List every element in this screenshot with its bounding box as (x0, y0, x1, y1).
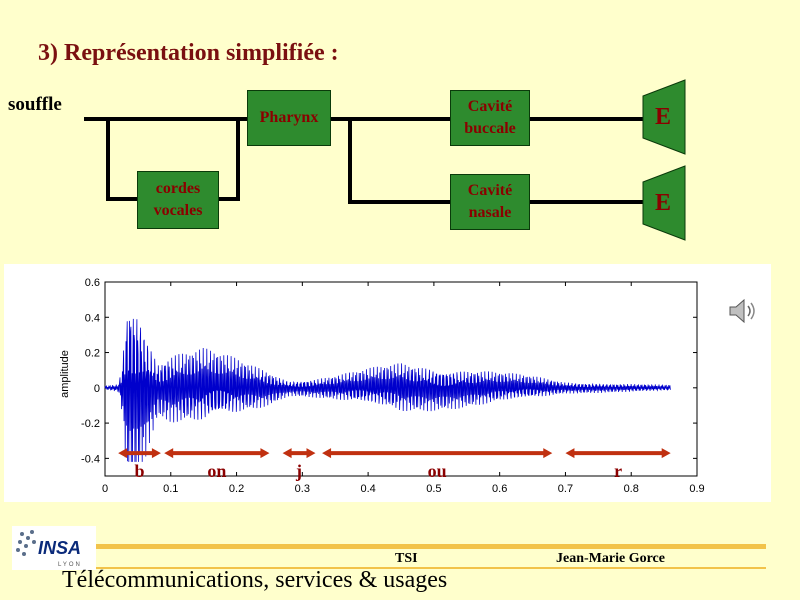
segment-arrowhead-left (118, 448, 128, 459)
segment-label-b: b (135, 461, 145, 481)
x-tick-label: 0.7 (558, 483, 573, 495)
block-cavite-nasale: Cavité nasale (450, 174, 530, 230)
slide-title: 3) Représentation simplifiée : (38, 40, 339, 66)
y-tick-label: 0 (94, 383, 100, 395)
segment-arrowhead-right (661, 448, 671, 459)
block-cordes-vocales: cordes vocales (137, 171, 219, 229)
segment-arrowhead-right (260, 448, 270, 459)
block-pharynx: Pharynx (247, 90, 331, 146)
x-tick-label: 0.8 (624, 483, 639, 495)
x-tick-label: 0.4 (360, 483, 375, 495)
logo-text: INSA (38, 538, 81, 558)
block-pharynx-label: Pharynx (259, 109, 319, 127)
vocal-tract-diagram (84, 79, 686, 241)
footer-author: Jean-Marie Gorce (556, 551, 665, 566)
segment-label-r: r (614, 461, 622, 481)
waveform-line (104, 318, 672, 462)
block-cavite-buccale: Cavité buccale (450, 90, 530, 146)
y-tick-label: 0.6 (85, 277, 100, 289)
segment-arrowhead-right (151, 448, 161, 459)
segment-label-j: j (295, 461, 302, 481)
segment-arrowhead-left (164, 448, 174, 459)
emitter-top-shape (642, 79, 686, 155)
y-tick-label: -0.4 (81, 453, 100, 465)
block-cordes-label: cordes vocales (153, 180, 203, 219)
segment-label-ou: ou (428, 461, 447, 481)
segment-label-on: on (207, 461, 226, 481)
y-axis-label: amplitude (59, 350, 71, 398)
x-tick-label: 0.2 (229, 483, 244, 495)
block-nasale-label: Cavité nasale (467, 182, 513, 221)
waveform-plot-panel: 0 0.1 0.2 0.3 0.4 0.5 0.6 0.7 0.8 0.9 0.6 0.4 0.2 0 -0… (4, 264, 771, 502)
segment-arrowhead-right (306, 448, 316, 459)
footer-course: TSI (395, 551, 418, 566)
emitter-bottom-label: E (655, 190, 672, 216)
segment-arrowhead-left (322, 448, 332, 459)
y-tick-label: 0.4 (85, 312, 100, 324)
x-tick-label: 0.5 (426, 483, 441, 495)
footer-subtitle: Télécommunications, services & usages (62, 567, 448, 593)
footer-divider-bottom (60, 567, 766, 569)
emitter-bottom-shape (642, 165, 686, 241)
waveform-chart: 0 0.1 0.2 0.3 0.4 0.5 0.6 0.7 0.8 0.9 0.6 0.4 0.2 0 -0… (59, 277, 705, 495)
y-tick-label: -0.2 (81, 418, 100, 430)
insa-logo: INSA LYON (12, 526, 96, 570)
block-buccale-label: Cavité buccale (464, 98, 516, 137)
footer-divider-top (60, 544, 766, 549)
segment-arrowhead-left (282, 448, 292, 459)
segment-arrowhead-left (565, 448, 575, 459)
input-label-souffle: souffle (8, 94, 62, 115)
segment-arrowhead-right (543, 448, 553, 459)
x-tick-label: 0.3 (295, 483, 310, 495)
x-tick-label: 0.1 (163, 483, 178, 495)
emitter-top-label: E (655, 104, 672, 130)
x-tick-label: 0.9 (689, 483, 704, 495)
x-tick-label: 0.6 (492, 483, 507, 495)
x-tick-label: 0 (102, 483, 108, 495)
speaker-icon[interactable] (726, 296, 760, 326)
logo-subtext: LYON (58, 562, 82, 568)
y-tick-label: 0.2 (85, 348, 100, 360)
